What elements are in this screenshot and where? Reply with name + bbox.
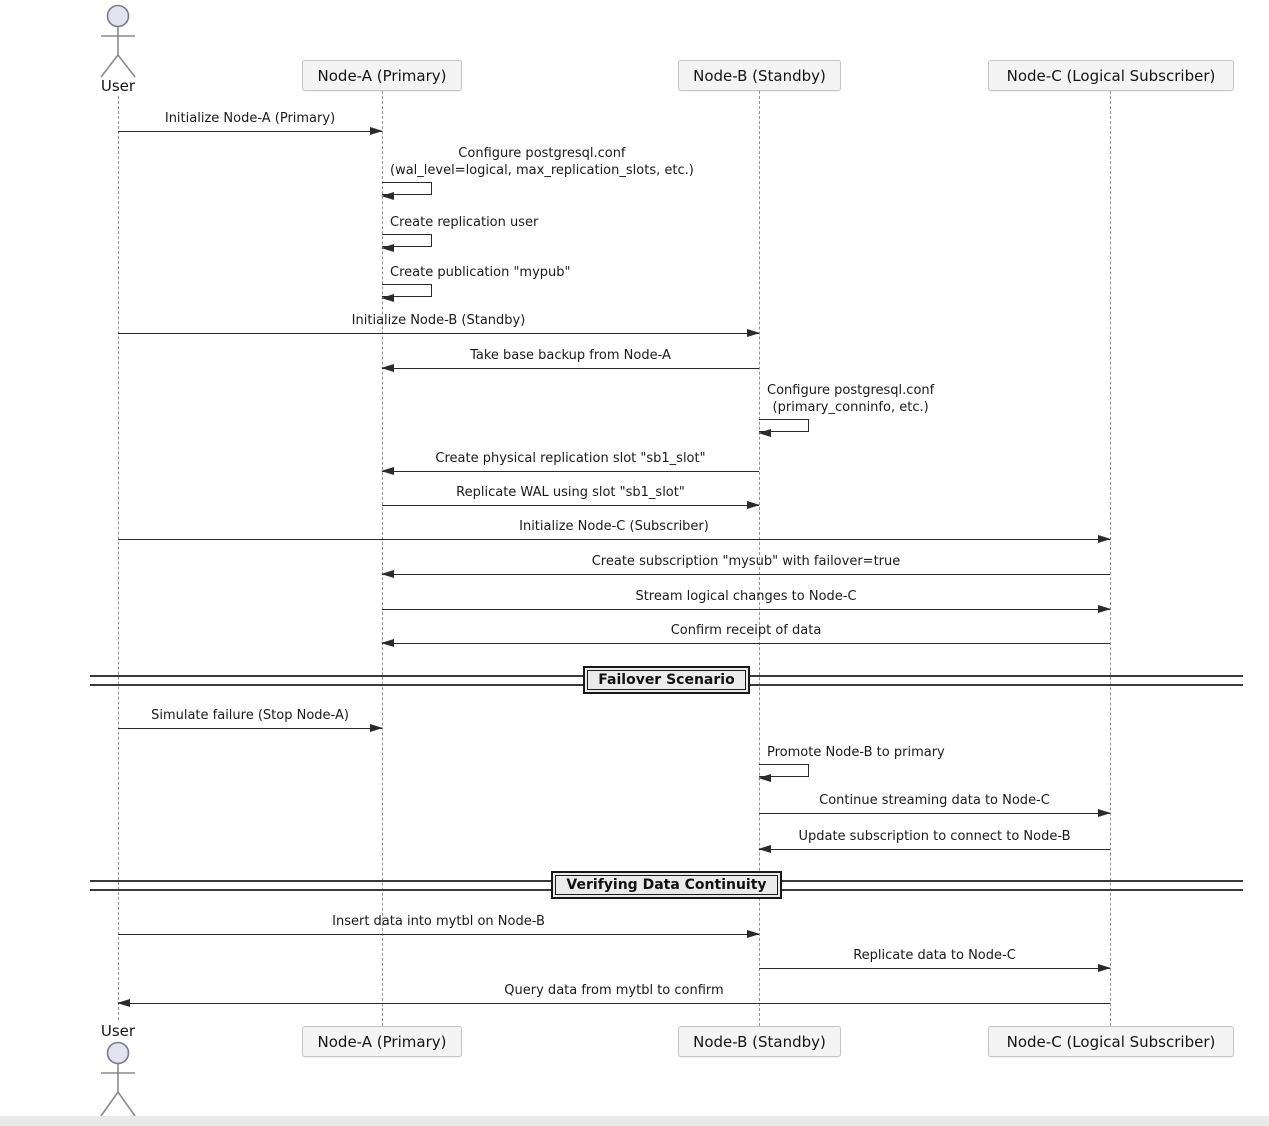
- self-message: Configure postgresql.conf (primary_conni…: [758, 382, 935, 438]
- message-label: Promote Node-B to primary: [767, 745, 945, 760]
- participant-node-a-bottom: Node-A (Primary): [302, 1026, 462, 1057]
- message-label: Simulate failure (Stop Node-A): [151, 708, 349, 723]
- message-arrow: [117, 999, 1110, 1008]
- participant-node-b-bottom: Node-B (Standby): [678, 1026, 841, 1057]
- message-arrow: [381, 639, 1110, 648]
- self-message-arrow: [381, 284, 432, 303]
- self-message-arrow: [381, 234, 432, 253]
- message: Update subscription to connect to Node-B: [758, 828, 1110, 854]
- message: Query data from mytbl to confirm: [117, 982, 1110, 1008]
- message-label: Update subscription to connect to Node-B: [798, 829, 1071, 844]
- self-message: Create publication "mypub": [381, 264, 571, 303]
- message-label: Continue streaming data to Node-C: [819, 793, 1050, 808]
- message-label: Initialize Node-C (Subscriber): [519, 519, 709, 534]
- message-label: Replicate data to Node-C: [853, 948, 1016, 963]
- message: Initialize Node-A (Primary): [118, 110, 383, 136]
- divider-data-continuity: Verifying Data Continuity: [90, 871, 1243, 899]
- message-label: Initialize Node-B (Standby): [351, 313, 526, 328]
- participant-node-c-bottom: Node-C (Logical Subscriber): [988, 1026, 1234, 1057]
- message-arrow: [118, 127, 383, 136]
- lifeline-node-b: [759, 91, 760, 1026]
- self-message: Create replication user: [381, 214, 539, 253]
- self-message-arrow: [758, 419, 809, 438]
- message-arrow: [118, 535, 1111, 544]
- lifeline-node-a: [382, 91, 383, 1026]
- message: Insert data into mytbl on Node-B: [118, 913, 760, 939]
- window-bottom-strip: [0, 1116, 1269, 1126]
- message: Simulate failure (Stop Node-A): [118, 707, 383, 733]
- self-message-arrow: [381, 182, 432, 201]
- message-label: Configure postgresql.conf (primary_conni…: [767, 383, 935, 415]
- message-label: Take base backup from Node-A: [470, 348, 671, 363]
- lifeline-node-c: [1110, 91, 1111, 1026]
- message-label: Create physical replication slot "sb1_sl…: [435, 451, 706, 466]
- message: Confirm receipt of data: [381, 622, 1110, 648]
- message: Replicate WAL using slot "sb1_slot": [382, 484, 760, 510]
- message: Stream logical changes to Node-C: [382, 588, 1111, 614]
- message: Continue streaming data to Node-C: [759, 792, 1111, 818]
- message-label: Query data from mytbl to confirm: [504, 983, 724, 998]
- message-arrow: [118, 724, 383, 733]
- message-label: Configure postgresql.conf (wal_level=log…: [390, 146, 694, 178]
- message-label: Create subscription "mysub" with failove…: [591, 554, 901, 569]
- message-label: Create publication "mypub": [390, 265, 571, 280]
- message-arrow: [381, 570, 1110, 579]
- message-label: Stream logical changes to Node-C: [635, 589, 857, 604]
- message-arrow: [381, 364, 759, 373]
- actor-label-user-bottom: User: [100, 1022, 136, 1040]
- message-arrow: [759, 964, 1111, 973]
- actor-label-user-top: User: [100, 77, 136, 95]
- divider-label: Failover Scenario: [583, 666, 750, 694]
- message-arrow: [118, 930, 760, 939]
- self-message-arrow: [758, 764, 809, 783]
- divider-failover: Failover Scenario: [90, 666, 1243, 694]
- message-arrow: [381, 467, 759, 476]
- message: Replicate data to Node-C: [759, 947, 1111, 973]
- message: Initialize Node-C (Subscriber): [118, 518, 1111, 544]
- message-arrow: [382, 605, 1111, 614]
- message: Create physical replication slot "sb1_sl…: [381, 450, 759, 476]
- message-label: Insert data into mytbl on Node-B: [332, 914, 545, 929]
- self-message: Configure postgresql.conf (wal_level=log…: [381, 145, 694, 201]
- message: Take base backup from Node-A: [381, 347, 759, 373]
- user-actor-icon: [100, 1041, 136, 1117]
- message-label: Replicate WAL using slot "sb1_slot": [456, 485, 685, 500]
- participant-node-c-top: Node-C (Logical Subscriber): [988, 60, 1234, 91]
- lifeline-user: [118, 96, 119, 1020]
- message-label: Create replication user: [390, 215, 539, 230]
- participant-node-b-top: Node-B (Standby): [678, 60, 841, 91]
- message-arrow: [382, 501, 760, 510]
- message: Initialize Node-B (Standby): [118, 312, 760, 338]
- message-arrow: [758, 845, 1110, 854]
- divider-label: Verifying Data Continuity: [551, 871, 782, 899]
- message-arrow: [759, 809, 1111, 818]
- message-label: Initialize Node-A (Primary): [164, 111, 336, 126]
- message-arrow: [118, 329, 760, 338]
- message-label: Confirm receipt of data: [670, 623, 822, 638]
- user-actor-icon: [100, 4, 136, 78]
- participant-node-a-top: Node-A (Primary): [302, 60, 462, 91]
- message: Create subscription "mysub" with failove…: [381, 553, 1110, 579]
- self-message: Promote Node-B to primary: [758, 744, 945, 783]
